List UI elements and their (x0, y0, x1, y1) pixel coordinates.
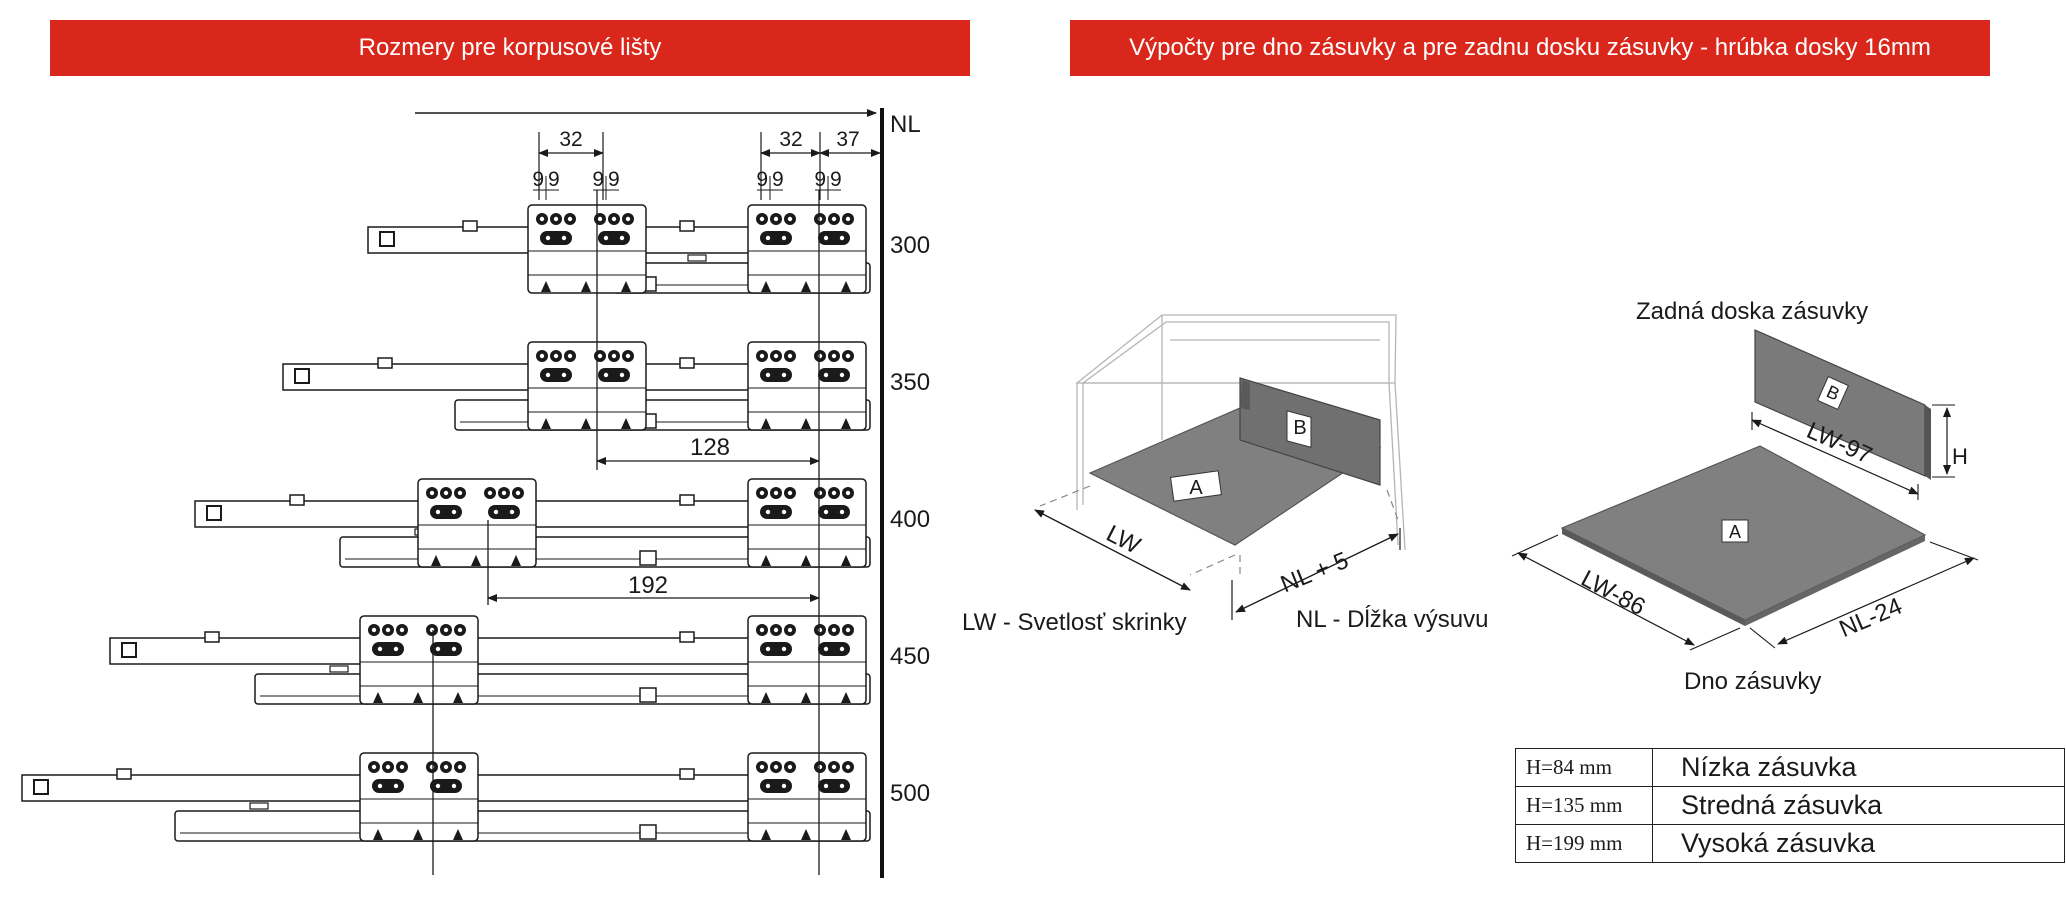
header-right-title: Výpočty pre dno zásuvky a pre zadnu dosk… (1129, 34, 1931, 61)
table-row: H=199 mm Vysoká zásuvka (1515, 824, 2065, 863)
height-value: H=84 mm (1515, 748, 1653, 787)
parts-diagram: Zadná doska zásuvky B LW-97 H A LW-86 (1511, 298, 1979, 695)
height-value: H=135 mm (1515, 786, 1653, 825)
rail-group (21, 204, 871, 842)
rear-bracket-1 (747, 341, 867, 431)
length-label-450: 450 (890, 643, 930, 670)
dim-lw: LW (1102, 520, 1145, 560)
front-bracket-0 (527, 204, 647, 294)
rear-bracket-2 (747, 478, 867, 568)
table-row: H=135 mm Stredná zásuvka (1515, 786, 2065, 825)
caption-lw: LW - Svetlosť skrinky (962, 609, 1187, 636)
rear-bracket-0 (747, 204, 867, 294)
header-banner-right: Výpočty pre dno zásuvky a pre zadnu dosk… (1070, 20, 1990, 76)
header-left-title: Rozmery pre korpusové lišty (358, 34, 662, 61)
caption-nl: NL - Dĺžka výsuvu (1296, 605, 1489, 633)
drawer-type: Vysoká zásuvka (1652, 824, 2065, 863)
panel-b-tag: B (1286, 410, 1312, 448)
length-label-300: 300 (890, 232, 930, 259)
bottom-board-tag: A (1721, 519, 1749, 543)
nl-axis-label: NL (890, 111, 921, 138)
height-value: H=199 mm (1515, 824, 1653, 863)
dim-192: 192 (628, 572, 668, 599)
length-label-400: 400 (890, 506, 930, 533)
cabinet-drawer-diagram: A B LW NL + 5 LW - Svetlosť skrinky NL -… (962, 314, 1489, 636)
svg-text:B: B (1293, 417, 1306, 439)
back-board-tag: B (1817, 375, 1849, 411)
length-label-350: 350 (890, 369, 930, 396)
dim-nl-24: NL-24 (1835, 593, 1906, 643)
dim-nl-plus-5: NL + 5 (1277, 547, 1352, 598)
dim-lw-86: LW-86 (1577, 565, 1650, 621)
dim-32-left: 32 (559, 128, 582, 151)
bottom-board-title: Dno zásuvky (1684, 668, 1821, 695)
dim-h: H (1952, 444, 1968, 469)
dim-37: 37 (836, 128, 859, 151)
svg-text:A: A (1729, 522, 1741, 542)
table-row: H=84 mm Nízka zásuvka (1515, 748, 2065, 787)
panel-a-tag: A (1169, 470, 1223, 502)
front-bracket-4 (359, 752, 479, 842)
dim-128: 128 (690, 434, 730, 461)
rear-bracket-3 (747, 615, 867, 705)
front-bracket-3 (359, 615, 479, 705)
length-label-500: 500 (890, 780, 930, 807)
drawer-height-table: H=84 mm Nízka zásuvka H=135 mm Stredná z… (1515, 748, 2065, 863)
drawer-type: Nízka zásuvka (1652, 748, 2065, 787)
drawer-type: Stredná zásuvka (1652, 786, 2065, 825)
rear-bracket-4 (747, 752, 867, 842)
svg-text:A: A (1189, 477, 1203, 499)
back-board-title: Zadná doska zásuvky (1636, 298, 1868, 325)
dim-32-right: 32 (779, 128, 802, 151)
header-banner-left: Rozmery pre korpusové lišty (50, 20, 970, 76)
front-bracket-1 (527, 341, 647, 431)
front-bracket-2 (417, 478, 537, 568)
